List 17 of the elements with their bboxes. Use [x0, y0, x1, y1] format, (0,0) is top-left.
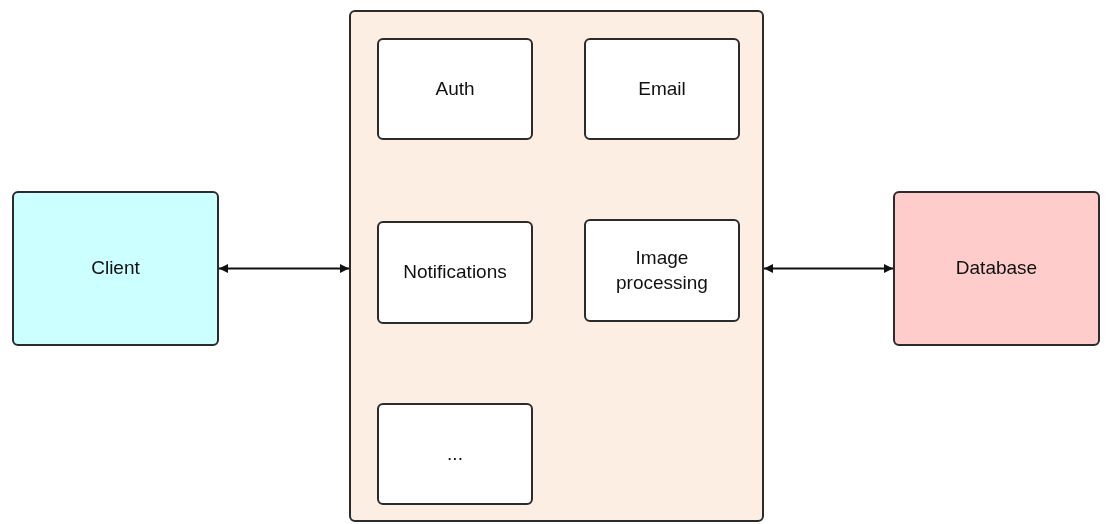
- double-arrow: [218, 264, 350, 273]
- service-container: [349, 10, 764, 522]
- node-label: Email: [637, 76, 687, 101]
- service-box: [584, 38, 740, 140]
- node-label: Notifications: [402, 260, 508, 285]
- service-box: [377, 403, 533, 505]
- service-box: [377, 38, 533, 140]
- node-label: Image processing: [615, 245, 709, 295]
- node-label: Auth: [434, 76, 476, 101]
- client-box: [12, 191, 219, 346]
- node-label: ...: [446, 441, 464, 466]
- double-arrow: [763, 264, 894, 273]
- node-label: Database: [954, 256, 1039, 281]
- service-box: [584, 219, 740, 322]
- database-box: [893, 191, 1100, 346]
- node-label: Client: [90, 256, 141, 281]
- service-box: [377, 221, 533, 324]
